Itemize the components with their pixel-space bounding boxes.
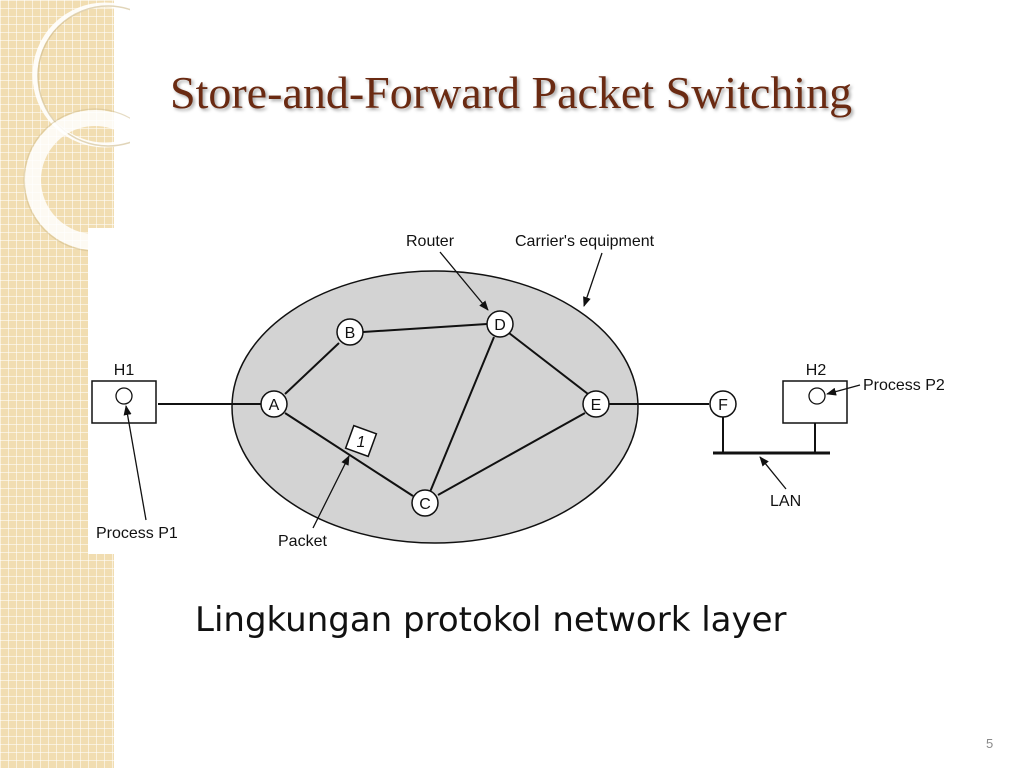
link-a-b [284,342,340,395]
slide-caption: Lingkungan protokol network layer [195,600,787,640]
router-callout-arrow [439,251,489,311]
host-h2-label: H2 [806,362,827,379]
packet-marker: 1 [344,424,378,458]
link-c-e [437,412,586,496]
process-p2-label: Process P2 [863,377,945,394]
packet-number: 1 [357,434,366,451]
packet-callout-arrow [312,455,350,529]
router-a: A [260,390,288,418]
process-p2-circle [808,387,826,405]
router-d: D [486,310,514,338]
link-a-c [284,412,414,497]
router-f: F [709,390,737,418]
lan-callout-arrow [759,456,787,490]
network-diagram-panel: H1 H2 A B C D E F 1 [88,228,988,554]
router-d-label: D [494,317,506,334]
decorative-circles [23,2,130,252]
link-d-c [429,336,495,493]
link-b-d [362,323,488,333]
router-f-label: F [718,397,728,414]
carrier-equipment-ellipse [231,270,639,544]
carrier-equipment-label: Carrier's equipment [515,233,655,250]
process-p1-label: Process P1 [96,525,178,542]
router-callout-label: Router [406,233,455,250]
process-p2-arrow [826,384,861,396]
process-p1-arrow [123,405,147,521]
network-diagram: H1 H2 A B C D E F 1 [91,233,945,550]
router-b: B [336,318,364,346]
router-e-label: E [591,397,602,414]
router-e: E [582,390,610,418]
process-p1-circle [115,387,133,405]
router-c-label: C [419,496,431,513]
slide-number: 5 [986,736,994,751]
link-d-e [508,332,589,395]
router-c: C [411,489,439,517]
router-a-label: A [269,397,280,414]
carrier-callout-arrow [583,252,603,307]
host-h1-label: H1 [114,362,135,379]
packet-callout-label: Packet [278,533,327,550]
lan-label: LAN [770,493,801,510]
router-b-label: B [345,325,356,342]
slide-title: Store-and-Forward Packet Switching [170,67,853,118]
